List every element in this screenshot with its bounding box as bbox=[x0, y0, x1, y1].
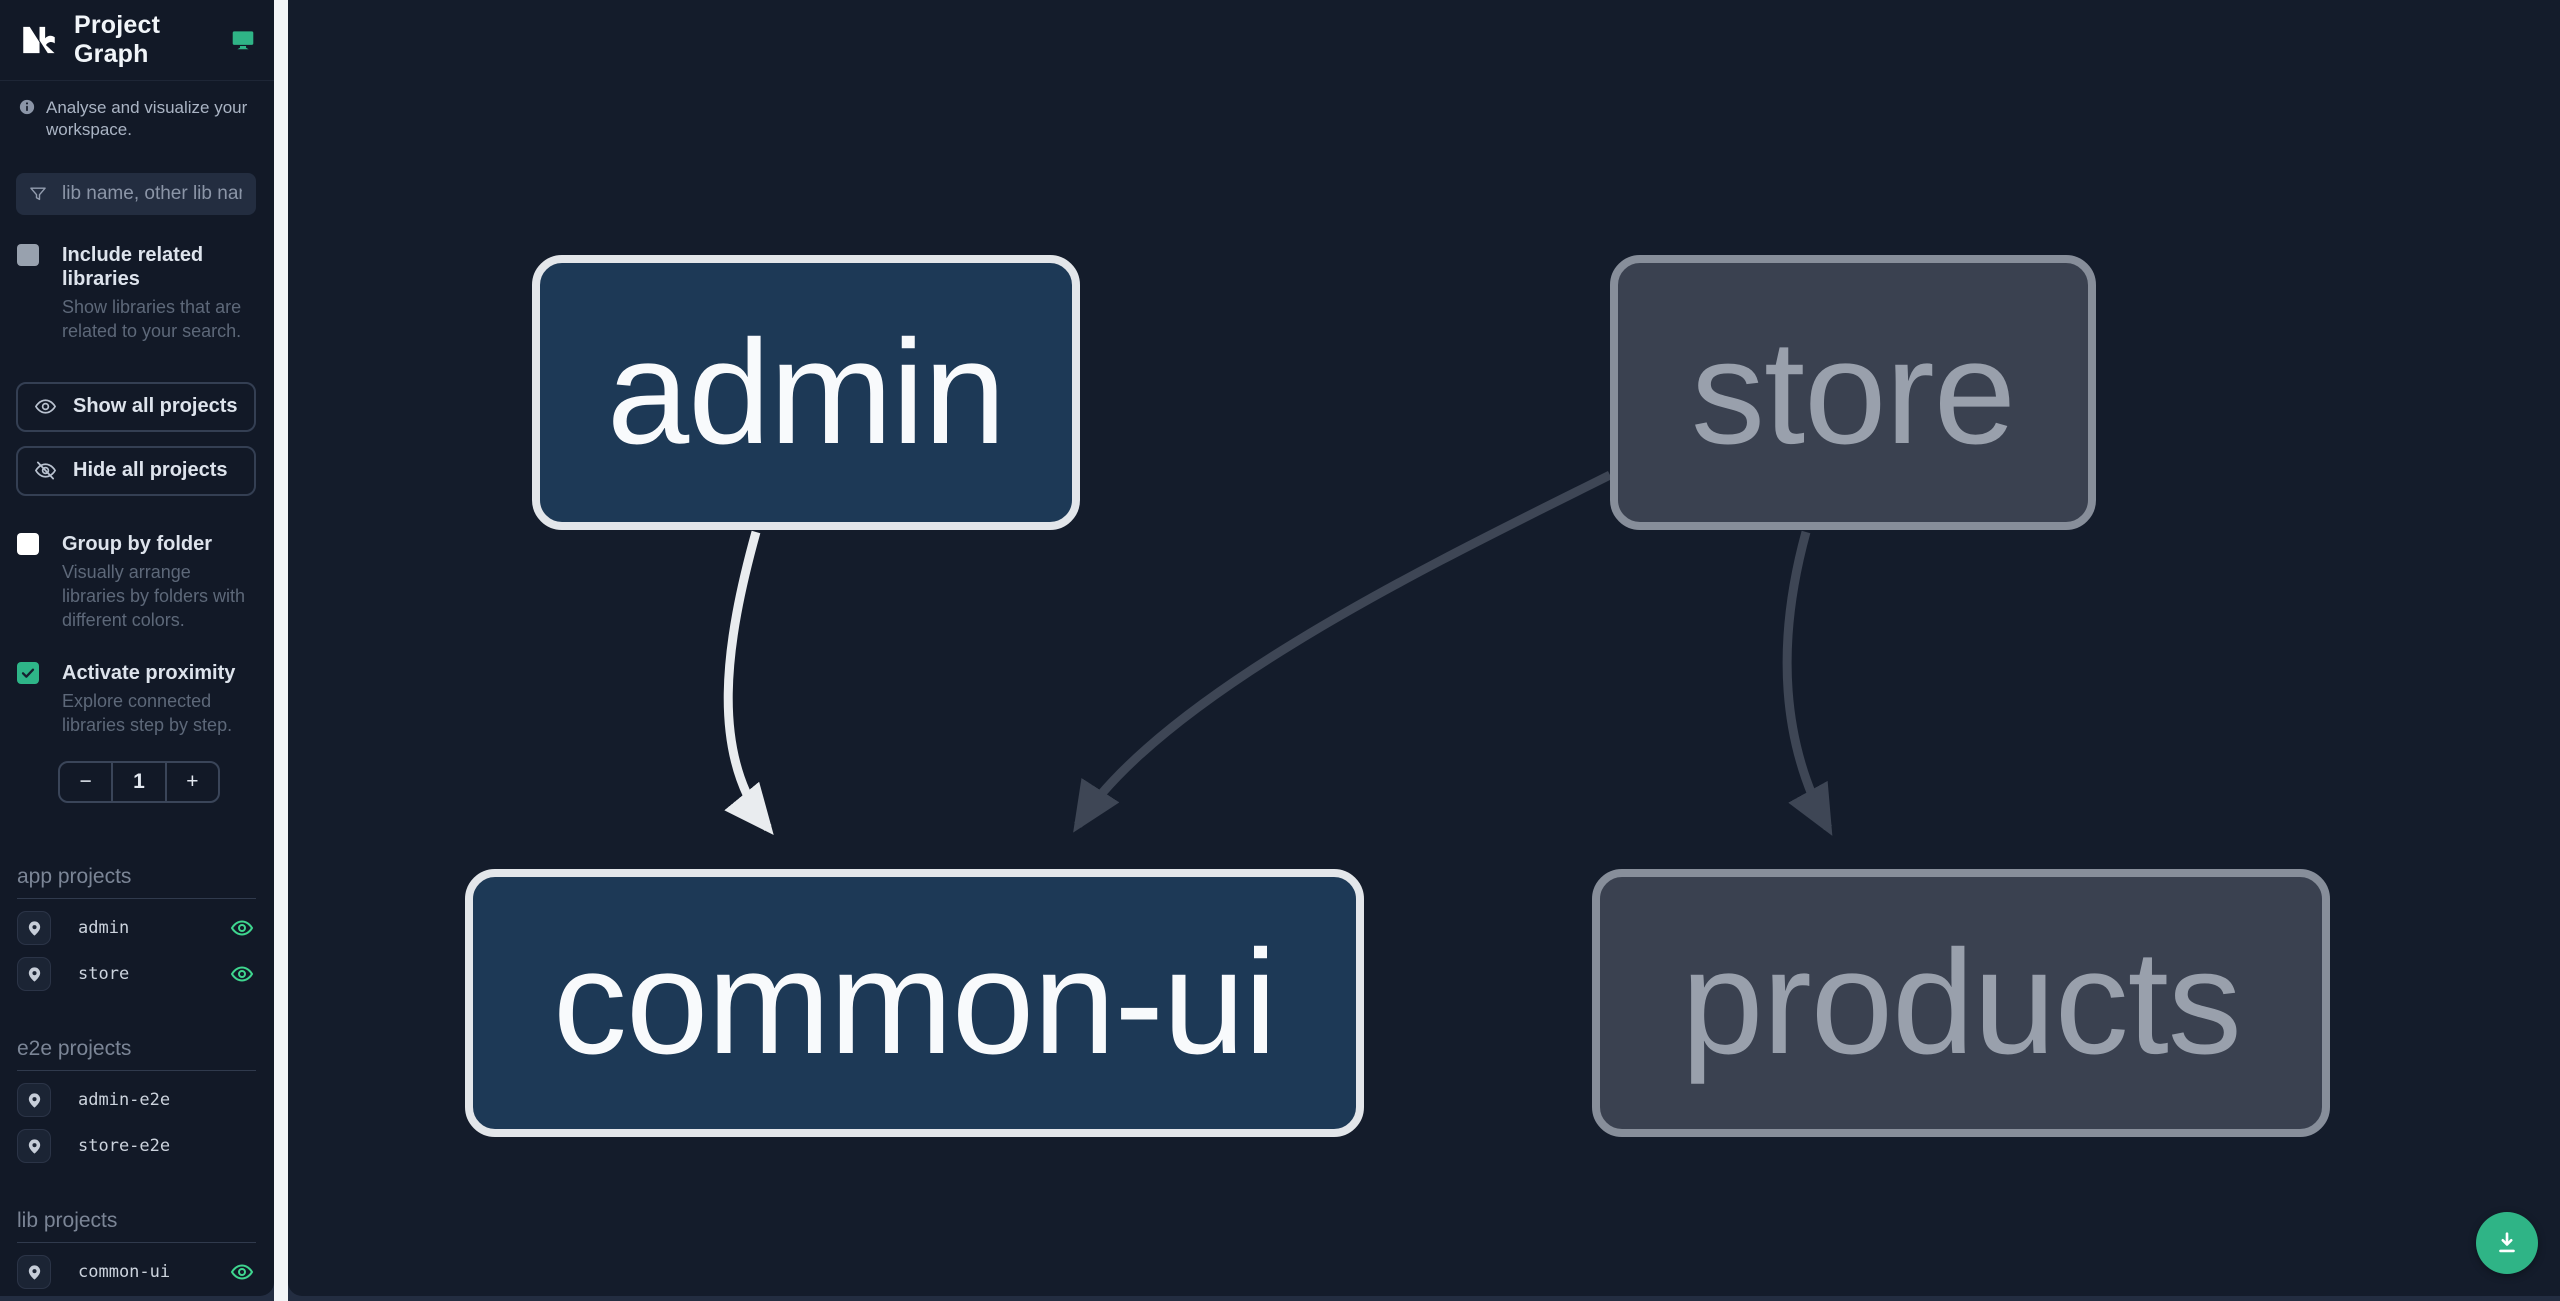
include-related-description: Show libraries that are related to your … bbox=[62, 297, 242, 342]
proximity-value: 1 bbox=[111, 763, 167, 802]
activate-proximity-description: Explore connected libraries step by step… bbox=[62, 690, 233, 735]
workspace-hint-text: Analyse and visualize your workspace. bbox=[46, 98, 248, 140]
sidebar-header: Project Graph bbox=[0, 0, 274, 81]
project-row-store-e2e: store-e2e bbox=[17, 1129, 256, 1164]
show-all-projects-button[interactable]: Show all projects bbox=[16, 381, 256, 432]
focus-project-button[interactable] bbox=[17, 957, 51, 992]
activate-proximity-row: Activate proximity Explore connected lib… bbox=[17, 661, 256, 738]
section-app-projects: app projects admin store bbox=[17, 865, 256, 992]
node-label: products bbox=[1681, 920, 2242, 1085]
graph-node-common-ui[interactable]: common-ui bbox=[465, 869, 1364, 1137]
section-lib-projects: lib projects common-ui produ bbox=[17, 1209, 256, 1296]
proximity-increment-button[interactable]: + bbox=[186, 770, 199, 794]
hide-all-projects-button[interactable]: Hide all projects bbox=[16, 445, 256, 496]
map-pin-icon bbox=[28, 1093, 40, 1108]
project-name[interactable]: admin-e2e bbox=[78, 1090, 171, 1111]
info-icon bbox=[19, 99, 35, 115]
activate-proximity-checkbox[interactable] bbox=[17, 661, 39, 684]
project-name[interactable]: store-e2e bbox=[78, 1136, 171, 1157]
project-row-admin-e2e: admin-e2e bbox=[17, 1083, 256, 1118]
group-by-folder-checkbox[interactable] bbox=[17, 532, 39, 555]
node-label: admin bbox=[606, 309, 1006, 475]
download-graph-button[interactable] bbox=[2476, 1212, 2538, 1274]
project-name[interactable]: admin bbox=[78, 918, 130, 939]
workspace-hint: Analyse and visualize your workspace. bbox=[0, 81, 274, 147]
eye-off-icon bbox=[34, 461, 57, 480]
focus-project-button[interactable] bbox=[17, 1129, 51, 1164]
filter-search bbox=[16, 173, 256, 216]
node-label: store bbox=[1690, 309, 2016, 475]
check-icon bbox=[21, 668, 35, 678]
toggle-visibility-eye-icon[interactable] bbox=[230, 1260, 254, 1284]
eye-icon bbox=[34, 399, 57, 414]
graph-node-admin[interactable]: admin bbox=[532, 255, 1080, 530]
map-pin-icon bbox=[28, 1265, 40, 1280]
project-row-common-ui: common-ui bbox=[17, 1255, 256, 1290]
toggle-visibility-eye-icon[interactable] bbox=[230, 962, 254, 986]
search-input[interactable] bbox=[60, 182, 244, 207]
graph-node-products[interactable]: products bbox=[1592, 869, 2330, 1137]
proximity-stepper: − 1 + bbox=[58, 761, 220, 804]
hide-all-projects-label: Hide all projects bbox=[73, 459, 228, 482]
edge-store-products[interactable] bbox=[1782, 530, 1833, 836]
focus-project-button[interactable] bbox=[17, 1255, 51, 1290]
section-title: e2e projects bbox=[17, 1037, 256, 1072]
include-related-label: Include related libraries bbox=[62, 244, 204, 291]
proximity-decrement-button[interactable]: − bbox=[79, 770, 92, 794]
sidebar: Project Graph Analyse and visualize your… bbox=[0, 0, 274, 1296]
page-title: Project Graph bbox=[74, 11, 161, 68]
graph-node-store[interactable]: store bbox=[1610, 255, 2096, 530]
group-by-folder-label: Group by folder bbox=[62, 532, 212, 555]
include-related-row: Include related libraries Show libraries… bbox=[17, 243, 256, 344]
edge-admin-common-ui[interactable] bbox=[723, 530, 774, 835]
filter-funnel-icon bbox=[30, 187, 46, 201]
section-e2e-projects: e2e projects admin-e2e store-e2e bbox=[17, 1037, 256, 1164]
project-row-store: store bbox=[17, 957, 256, 992]
map-pin-icon bbox=[28, 1139, 40, 1154]
section-title: app projects bbox=[17, 865, 256, 900]
project-row-admin: admin bbox=[17, 911, 256, 946]
group-by-folder-description: Visually arrange libraries by folders wi… bbox=[62, 561, 246, 631]
activate-proximity-label: Activate proximity bbox=[62, 661, 236, 684]
project-name[interactable]: common-ui bbox=[78, 1262, 171, 1283]
graph-canvas[interactable]: admin store common-ui products bbox=[288, 0, 2560, 1296]
node-label: common-ui bbox=[553, 920, 1277, 1085]
show-all-projects-label: Show all projects bbox=[73, 395, 238, 418]
sidebar-resize-divider[interactable] bbox=[274, 0, 288, 1301]
nx-logo-icon bbox=[23, 26, 55, 54]
include-related-checkbox[interactable] bbox=[17, 244, 39, 267]
map-pin-icon bbox=[28, 921, 40, 936]
toggle-visibility-eye-icon[interactable] bbox=[230, 916, 254, 940]
project-name[interactable]: store bbox=[78, 964, 130, 985]
edge-store-common-ui[interactable] bbox=[1073, 470, 1613, 833]
focus-project-button[interactable] bbox=[17, 911, 51, 946]
focus-project-button[interactable] bbox=[17, 1083, 51, 1118]
monitor-icon[interactable] bbox=[230, 27, 256, 53]
map-pin-icon bbox=[28, 967, 40, 982]
section-title: lib projects bbox=[17, 1209, 256, 1244]
group-by-folder-row: Group by folder Visually arrange librari… bbox=[17, 532, 256, 633]
download-icon bbox=[2499, 1232, 2515, 1253]
